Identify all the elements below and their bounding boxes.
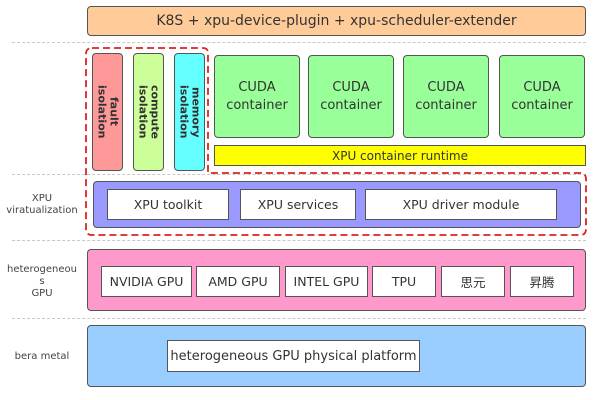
gpu-box-amd: AMD GPU <box>196 266 280 297</box>
memory-isolation-box: memory isolation <box>174 53 205 171</box>
cuda-container-line1: CUDA <box>427 79 465 95</box>
gpu-box-nvidia: NVIDIA GPU <box>101 266 192 297</box>
compute-isolation-box: compute isolation <box>133 53 164 171</box>
k8s-scheduler-label: K8S + xpu-device-plugin + xpu-scheduler-… <box>156 13 517 29</box>
xpu-container-runtime-bar: XPU container runtime <box>214 145 586 166</box>
xpu-toolkit-box: XPU toolkit <box>107 189 229 220</box>
gpu-box-ascend: 昇腾 <box>510 266 574 297</box>
layer-label-bare-metal: bera metal <box>14 351 70 362</box>
cuda-container: CUDA container <box>403 55 489 138</box>
cuda-container-line2: container <box>511 97 573 113</box>
separator-line <box>12 42 586 43</box>
cuda-container-line1: CUDA <box>238 79 276 95</box>
gpu-label: TPU <box>391 274 417 289</box>
cuda-container: CUDA container <box>499 55 585 138</box>
k8s-scheduler-bar: K8S + xpu-device-plugin + xpu-scheduler-… <box>87 6 586 36</box>
separator-line <box>12 174 586 175</box>
gpu-label: 昇腾 <box>529 275 555 290</box>
cuda-container-line2: container <box>320 97 382 113</box>
gpu-label: AMD GPU <box>208 274 268 289</box>
gpu-box-siyuan: 思元 <box>441 266 505 297</box>
xpu-driver-module-label: XPU driver module <box>402 197 520 212</box>
cuda-container-line1: CUDA <box>523 79 561 95</box>
gpu-box-tpu: TPU <box>372 266 436 297</box>
gpu-label: NVIDIA GPU <box>109 274 184 289</box>
layer-label-xpu-virtualization: XPU viratualization <box>6 193 78 216</box>
physical-platform-box: heterogeneous GPU physical platform <box>167 340 420 372</box>
gpu-box-intel: INTEL GPU <box>285 266 368 297</box>
cuda-container-line2: container <box>415 97 477 113</box>
gpu-label: INTEL GPU <box>293 274 360 289</box>
gpu-label: 思元 <box>460 275 486 290</box>
xpu-driver-module-box: XPU driver module <box>365 189 557 220</box>
layer-label-heterogeneous-gpu: heterogeneou s GPU <box>6 264 78 299</box>
physical-platform-label: heterogeneous GPU physical platform <box>170 348 417 364</box>
fault-isolation-label: fault isolation <box>95 85 121 139</box>
xpu-container-runtime-label: XPU container runtime <box>332 148 468 163</box>
compute-isolation-label: compute isolation <box>136 85 162 139</box>
memory-isolation-label: memory isolation <box>177 85 203 139</box>
separator-line <box>12 318 586 319</box>
cuda-container-line2: container <box>226 97 288 113</box>
separator-line <box>12 240 586 241</box>
xpu-services-box: XPU services <box>240 189 356 220</box>
fault-isolation-box: fault isolation <box>92 53 123 171</box>
cuda-container: CUDA container <box>214 55 300 138</box>
cuda-container-line1: CUDA <box>332 79 370 95</box>
xpu-toolkit-label: XPU toolkit <box>133 197 203 212</box>
cuda-container: CUDA container <box>308 55 394 138</box>
xpu-services-label: XPU services <box>257 197 339 212</box>
